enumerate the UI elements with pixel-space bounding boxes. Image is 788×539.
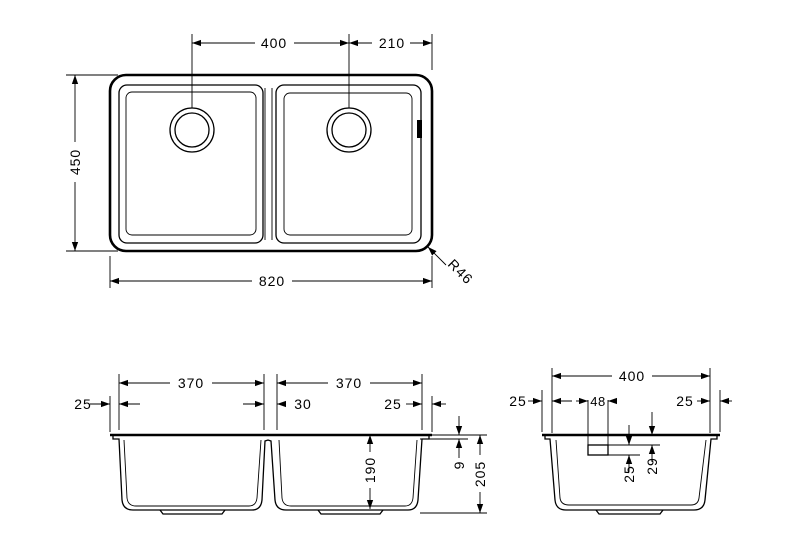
dim-rim: 9: [451, 416, 467, 469]
front-bowls-outer: [112, 435, 430, 511]
overflow-slot: [417, 120, 422, 138]
front-right-foot: [317, 509, 384, 515]
dim-right-bowl: 370: [277, 375, 422, 391]
side-overflow: [587, 444, 609, 456]
side-bowl-outer: [544, 435, 718, 511]
side-foot: [595, 509, 664, 515]
dim-depth: 190: [362, 435, 378, 509]
dim-rim-label: 9: [451, 461, 467, 470]
front-right-bowl-inner: [278, 439, 418, 507]
dim-width: 820: [110, 273, 432, 289]
dim-left-bowl: 370: [119, 375, 264, 391]
dim-bowl-spacing-label: 400: [261, 35, 287, 51]
dim-total-height: 205: [472, 435, 488, 513]
side-dim-overflow-offset-label: 29: [644, 457, 660, 475]
side-dim-overflow-width: 48: [576, 394, 617, 409]
side-dim-left-margin: 25: [509, 393, 572, 409]
dim-height-label: 450: [67, 149, 83, 175]
side-dim-right-margin-label: 25: [676, 393, 694, 409]
side-dim-overflow-width-label: 48: [590, 394, 605, 409]
sink-outline: [108, 73, 434, 253]
dim-left-margin-label: 25: [74, 396, 92, 412]
dim-left-bowl-label: 370: [178, 375, 204, 391]
dim-radius-label: R46: [445, 256, 477, 288]
front-left-foot: [159, 509, 226, 515]
dim-depth-label: 190: [362, 457, 378, 483]
side-view: 400 25 48 25 25 29: [509, 368, 732, 515]
side-dim-overflow-height: 25: [621, 425, 637, 483]
front-view: 370 370 25 30 25 190: [74, 374, 488, 515]
dim-right-offset: 210: [349, 35, 432, 51]
dim-right-bowl-label: 370: [336, 375, 362, 391]
dim-height: 450: [67, 75, 83, 251]
side-dim-overflow-offset: 29: [644, 412, 660, 475]
side-bowl-inner: [555, 439, 707, 506]
side-dim-left-margin-label: 25: [509, 393, 527, 409]
dim-left-margin: 25: [74, 396, 140, 412]
left-drain: [169, 107, 215, 153]
dim-radius: R46: [427, 246, 477, 288]
dim-right-offset-label: 210: [379, 35, 405, 51]
right-bowl: [275, 84, 422, 244]
top-view: 400 210 450 820 R46: [66, 34, 476, 289]
dim-center-gap-label: 30: [294, 396, 312, 412]
dim-right-margin-label: 25: [384, 396, 402, 412]
side-dim-width: 400: [552, 368, 710, 384]
side-dim-width-label: 400: [619, 368, 645, 384]
left-bowl: [118, 84, 264, 244]
front-left-bowl-inner: [123, 439, 262, 507]
dim-bowl-spacing: 400: [192, 35, 349, 51]
dim-width-label: 820: [259, 273, 285, 289]
side-dim-right-margin: 25: [676, 393, 732, 409]
dim-center-gap: 30: [243, 396, 312, 412]
dim-total-height-label: 205: [472, 461, 488, 487]
dim-right-margin: 25: [384, 396, 446, 412]
side-dim-overflow-height-label: 25: [621, 465, 637, 483]
right-drain: [326, 107, 372, 153]
